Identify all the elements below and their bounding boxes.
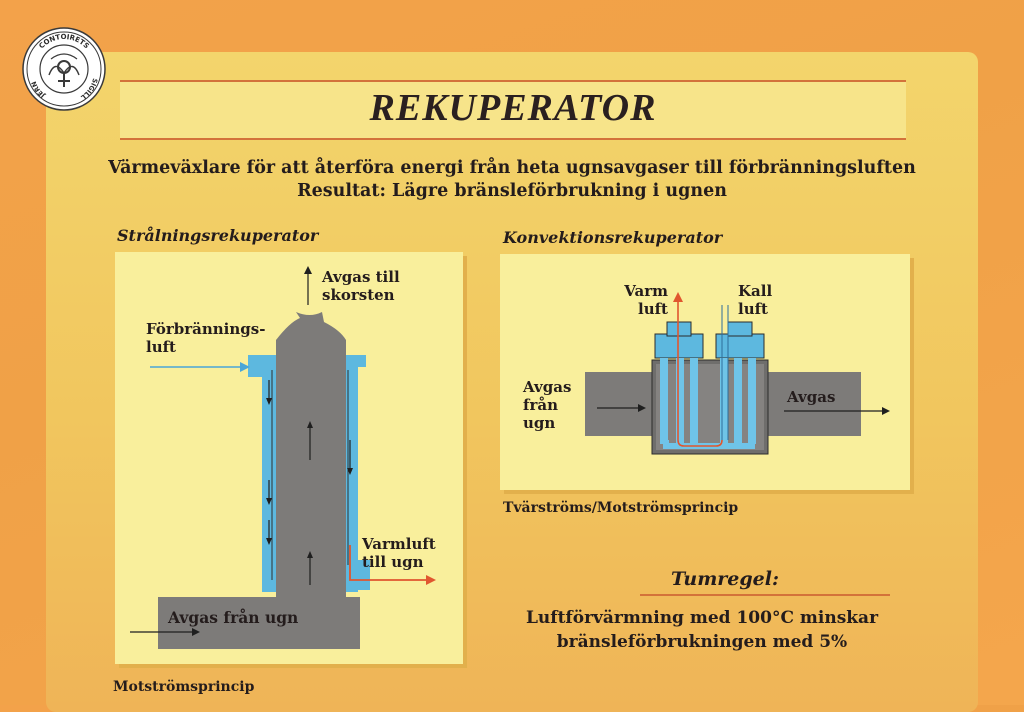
rule-of-thumb-text: Luftförvärmning med 100°C minskar bränsl… [492, 606, 912, 654]
label-warm-air-to-furnace: Varmluft till ugn [362, 535, 436, 571]
exhaust-out-arrowhead [304, 266, 312, 274]
label-warm-air-line-2: till ugn [362, 553, 424, 571]
chimney-up-arrow-2 [307, 551, 313, 558]
combustion-air-arrowhead [240, 362, 250, 372]
warm-air-flow-line [677, 300, 723, 447]
label-warm-air-line-1: Varmluft [362, 535, 436, 553]
warm-air-out-arrowhead [426, 575, 436, 585]
warm-air-out-arrow-line [349, 545, 428, 581]
recuperator-chamber [656, 364, 764, 450]
label-warm-air: Varm luft [620, 282, 668, 318]
jacket-down-arrow-4 [347, 468, 353, 475]
label-exhaust-in-line-1: Avgas [523, 378, 572, 396]
exhaust-in-arrowhead [192, 628, 200, 636]
label-cold-air-line-2: luft [738, 300, 768, 318]
right-diagram-caption: Tvärströms/Motströmsprincip [503, 500, 739, 516]
rule-of-thumb-heading: Tumregel: [670, 568, 780, 590]
label-exhaust-to-chimney-line-1: Avgas till [322, 268, 400, 286]
label-exhaust-from-furnace: Avgas från ugn [168, 608, 299, 627]
label-cold-air: Kall luft [738, 282, 772, 318]
label-exhaust-from-furnace-right: Avgas från ugn [523, 378, 571, 432]
label-cold-air-line-1: Kall [738, 282, 773, 300]
seal-icon: CONTOIRETS JERN SIGILL [22, 27, 106, 111]
exhaust-out-arrowhead [882, 407, 890, 415]
right-diagram-heading: Konvektionsrekuperator [503, 228, 723, 247]
jernkontoret-seal: CONTOIRETS JERN SIGILL [22, 27, 106, 111]
tube-4 [720, 358, 728, 444]
title-band [120, 82, 906, 138]
rule-of-thumb-line-2: bränsleförbrukningen med 5% [556, 632, 848, 652]
exhaust-in-arrowhead [638, 404, 646, 412]
air-outlet-collar [352, 560, 370, 590]
cold-air-header [715, 333, 765, 359]
warm-air-nozzle [666, 321, 692, 337]
label-exhaust-out-right: Avgas [787, 388, 836, 406]
cold-air-nozzle [727, 321, 753, 337]
jacket-bottom-left [262, 576, 274, 592]
rule-of-thumb-line-1: Luftförvärmning med 100°C minskar [525, 608, 879, 628]
label-warm-air-line-1: Varm [624, 282, 668, 300]
air-inlet-collar [248, 355, 262, 377]
label-exhaust-in-line-2: från [523, 396, 558, 414]
page-title: REKUPERATOR [369, 87, 657, 129]
label-exhaust-to-chimney-line-2: skorsten [322, 286, 395, 304]
tube-5 [734, 358, 742, 444]
tube-6 [748, 358, 756, 444]
jacket-down-arrow-3 [266, 538, 272, 545]
exhaust-chimney [276, 312, 346, 597]
chimney-base [276, 570, 346, 610]
tube-3 [690, 358, 698, 444]
jacket-down-arrow-2 [266, 498, 272, 505]
subtitle-line-1: Värmeväxlare för att återföra energi frå… [108, 158, 916, 178]
label-exhaust-to-chimney: Avgas till skorsten [322, 268, 400, 304]
left-diagram-heading: Strålningsrekuperator [117, 226, 319, 245]
subtitle-line-2: Resultat: Lägre bränsleförbrukning i ugn… [297, 181, 727, 201]
warm-air-header [654, 333, 704, 359]
label-combustion-air-line-1: Förbrännings- [146, 320, 266, 338]
chimney-up-arrow-1 [307, 421, 313, 428]
warm-air-arrowhead [673, 292, 683, 302]
left-diagram-caption: Motströmsprincip [113, 679, 255, 695]
jacket-down-arrow-1 [266, 398, 272, 405]
rule-of-thumb-underline [640, 594, 890, 596]
label-exhaust-in-line-3: ugn [523, 414, 556, 432]
title-top-rule [120, 80, 906, 82]
label-combustion-air: Förbrännings- luft [146, 320, 265, 356]
title-bottom-rule [120, 138, 906, 140]
tube-2 [676, 358, 684, 444]
label-warm-air-line-2: luft [638, 300, 668, 318]
label-combustion-air-line-2: luft [146, 338, 176, 356]
tube-1 [660, 358, 668, 444]
